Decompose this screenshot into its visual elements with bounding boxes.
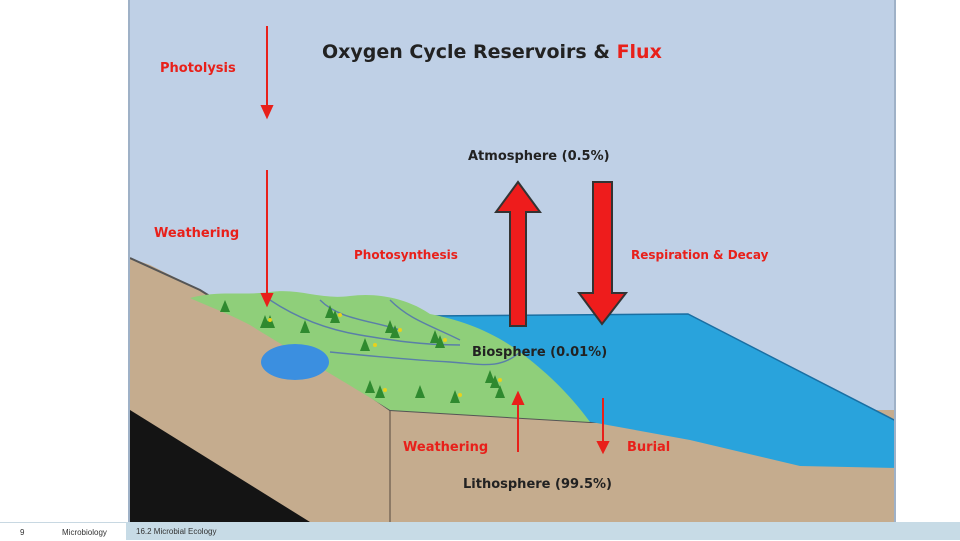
footer-right-panel: 16.2 Microbial Ecology [126,522,960,540]
photosynthesis-arrow [494,180,542,327]
diagram-title: Oxygen Cycle Reservoirs & Flux [322,41,662,63]
photolysis-label: Photolysis [160,61,236,76]
diagram-canvas: Oxygen Cycle Reservoirs & Flux Photolysi… [130,0,894,522]
biosphere-label: Biosphere (0.01%) [472,345,607,360]
weathering-top-label: Weathering [154,226,239,241]
photosynthesis-label: Photosynthesis [354,248,458,262]
trees [220,300,505,403]
slide-footer: 9 Microbiology 16.2 Microbial Ecology [0,522,960,541]
burial-label: Burial [627,440,670,455]
section-name: 16.2 Microbial Ecology [136,527,217,536]
ocean [426,314,894,468]
course-name: Microbiology [62,528,107,537]
lithosphere-label: Lithosphere (99.5%) [463,477,612,492]
weathering-bottom-label: Weathering [403,440,488,455]
rock-shadow [130,410,310,522]
oxygen-cycle-diagram: Oxygen Cycle Reservoirs & Flux Photolysi… [128,0,896,522]
atmosphere-label: Atmosphere (0.5%) [468,149,610,164]
lake [261,344,329,380]
page-number: 9 [20,528,25,537]
respiration-decay-label: Respiration & Decay [631,248,769,262]
rivers [269,299,521,366]
tree-highlights [268,313,502,397]
footer-left-panel: 9 Microbiology [0,522,126,541]
land-mass [190,291,590,422]
respiration-arrow [577,181,629,326]
thin-flux-arrows [260,26,610,455]
